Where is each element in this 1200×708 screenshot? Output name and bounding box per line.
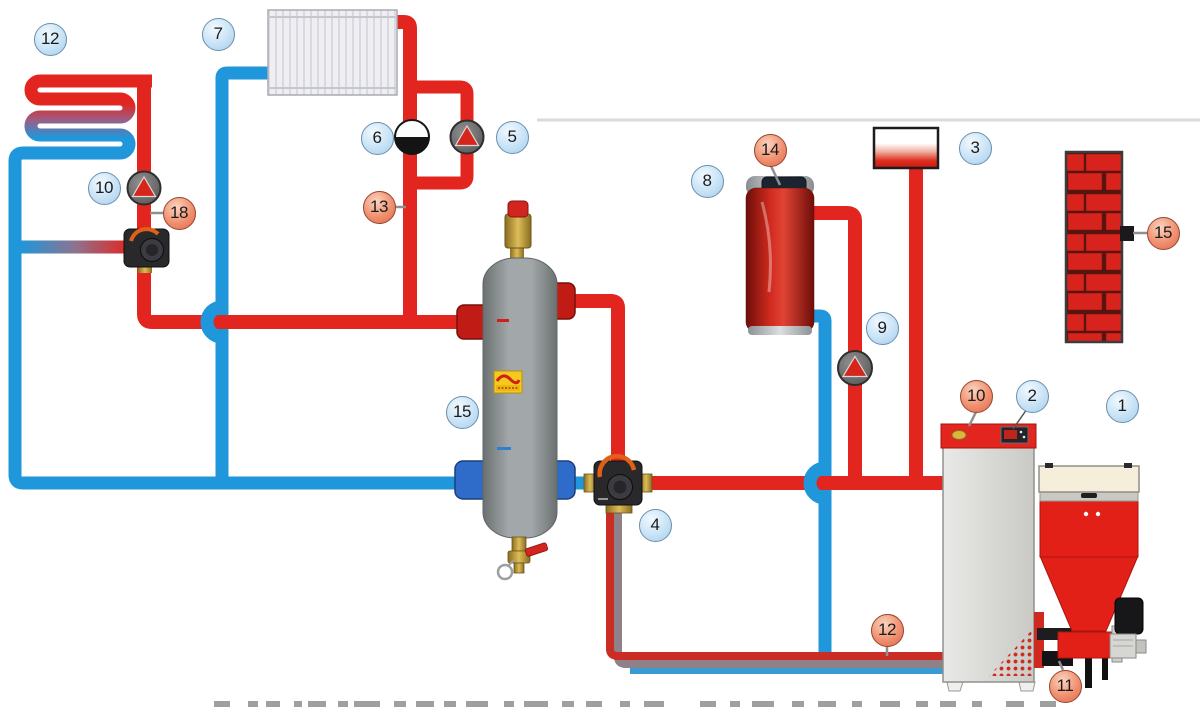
circulation-pump-radiator <box>449 119 485 155</box>
label-check-valve: 6 <box>360 121 394 155</box>
expansion-vessel <box>872 126 940 170</box>
caption-text-fragment <box>792 701 804 707</box>
label-hot-water-tank: 8 <box>690 164 724 198</box>
label-radiator-pump: 5 <box>495 120 529 154</box>
brand-logo <box>493 370 523 394</box>
hydraulic-separator <box>454 200 576 581</box>
air-vent-body <box>504 213 532 249</box>
label-chimney-sensor: 15 <box>1146 216 1180 250</box>
radiator-return-pipe <box>215 66 270 483</box>
radiator-supply-pipe <box>396 15 417 322</box>
pipe-bridge-1 <box>200 300 223 344</box>
caption-text-fragment <box>916 701 928 707</box>
caption-text-fragment <box>1040 701 1056 707</box>
caption-text-fragment <box>248 701 258 707</box>
caption-text-fragment <box>752 701 774 707</box>
caption-text-fragment <box>620 701 630 707</box>
label-boiler-thermometer: 10 <box>959 379 993 413</box>
label-underfloor-circuit: 12 <box>33 22 67 56</box>
label-radiator-circuit: 7 <box>201 17 235 51</box>
boiler-mixing-valve <box>583 453 653 514</box>
caption-text-fragment <box>972 701 982 707</box>
label-tank-sensor: 14 <box>753 133 787 167</box>
caption-text-fragment <box>308 701 326 707</box>
underfloor-coil-and-cold-main <box>8 74 597 490</box>
caption-text-fragment <box>444 701 456 707</box>
caption-text-fragment <box>644 701 664 707</box>
label-expansion-vessel: 3 <box>958 131 992 165</box>
caption-text-fragment <box>700 701 716 707</box>
sensor-stems <box>150 165 1147 671</box>
feeder-motor <box>1114 597 1144 635</box>
boiler-body <box>942 446 1035 683</box>
caption-text-fragment <box>466 701 488 707</box>
label-hydraulic-separator: 15 <box>445 395 479 429</box>
caption-text-fragment <box>586 701 602 707</box>
label-supply-sensor: 13 <box>362 190 396 224</box>
caption-text-fragment <box>354 701 380 707</box>
caption-text-fragment <box>1006 701 1024 707</box>
tank-charge-pipe <box>810 206 862 478</box>
caption-text-fragment <box>416 701 434 707</box>
caption-text-fragment <box>524 701 548 707</box>
flue-sensor-port <box>1120 226 1134 241</box>
drain-valve <box>496 536 549 581</box>
hot-main-left <box>137 78 472 329</box>
caption-text-fragment <box>940 701 956 707</box>
caption-text-fragment <box>730 701 740 707</box>
label-floor-pump: 10 <box>87 171 121 205</box>
circulation-pump-tank <box>837 350 873 386</box>
caption-text-fragment <box>338 701 348 707</box>
caption-text-fragment <box>880 701 900 707</box>
label-feeder-motor: 11 <box>1048 669 1082 703</box>
auger-tube <box>1057 631 1117 659</box>
caption-text-fragment <box>266 701 280 707</box>
caption-text-fragment <box>294 701 302 707</box>
air-vent-cap <box>507 200 529 218</box>
label-boiler-mixing-valve: 4 <box>638 508 672 542</box>
label-boiler: 1 <box>1105 389 1139 423</box>
caption-text-fragment <box>562 701 574 707</box>
check-valve <box>394 119 430 155</box>
boiler <box>940 423 1037 692</box>
label-tank-pump: 9 <box>865 311 899 345</box>
label-mixing-valve-sensor: 18 <box>162 196 196 230</box>
hopper-lid <box>1038 465 1140 493</box>
pipe-bridge-2 <box>803 461 826 505</box>
floor-mixing-valve <box>123 227 170 273</box>
separator-outlet-pipe <box>553 294 625 464</box>
chimney <box>1064 150 1134 344</box>
label-boiler-return-sensor: 12 <box>870 613 904 647</box>
caption-text-fragment <box>394 701 406 707</box>
panel-radiator <box>267 9 398 96</box>
caption-text-fragment <box>214 701 230 707</box>
boiler-control-panel <box>1000 426 1029 444</box>
separator-body <box>482 257 558 539</box>
pellet-hopper <box>1034 463 1147 688</box>
label-boiler-controller: 2 <box>1015 379 1049 413</box>
hot-water-tank <box>745 176 815 335</box>
circulation-pump-floor <box>126 170 162 206</box>
boiler-bottom-run <box>606 506 947 674</box>
caption-text-fragment <box>852 701 862 707</box>
caption-text-fragment <box>504 701 514 707</box>
caption-text-fragment <box>818 701 836 707</box>
boiler-badge <box>951 430 967 440</box>
tank-return-pipe <box>810 309 832 652</box>
